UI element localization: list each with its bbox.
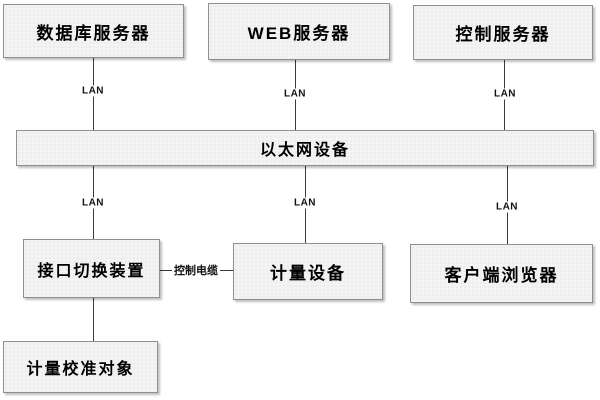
node-interface-switch-label: 接口切换装置 <box>37 262 146 280</box>
node-interface-switch: 接口切换装置 <box>23 239 160 298</box>
node-calibration-object-label: 计量校准对象 <box>26 361 135 378</box>
node-metering-device: 计量设备 <box>233 243 383 300</box>
edge-switch-to-calibration <box>93 298 94 341</box>
node-control-server-label: 控制服务器 <box>455 25 551 44</box>
node-control-server: 控制服务器 <box>413 5 593 60</box>
lan-label-web: LAN <box>281 88 309 100</box>
node-ethernet-device-label: 以太网设备 <box>259 142 350 159</box>
node-database-server-label: 数据库服务器 <box>36 23 151 43</box>
node-ethernet-device: 以太网设备 <box>16 130 594 166</box>
node-calibration-object: 计量校准对象 <box>3 341 158 393</box>
node-database-server: 数据库服务器 <box>3 4 184 58</box>
lan-label-db: LAN <box>79 85 107 97</box>
node-metering-device-label: 计量设备 <box>270 264 346 283</box>
lan-label-switch: LAN <box>79 197 107 209</box>
lan-label-browser: LAN <box>493 201 521 213</box>
node-client-browser: 客户端浏览器 <box>410 244 593 303</box>
node-web-server-label: WEB服务器 <box>247 24 351 43</box>
node-client-browser-label: 客户端浏览器 <box>444 266 559 285</box>
lan-label-metering: LAN <box>291 197 319 209</box>
node-web-server: WEB服务器 <box>208 3 390 60</box>
control-cable-label: 控制电缆 <box>172 264 220 278</box>
lan-label-control: LAN <box>491 88 519 100</box>
